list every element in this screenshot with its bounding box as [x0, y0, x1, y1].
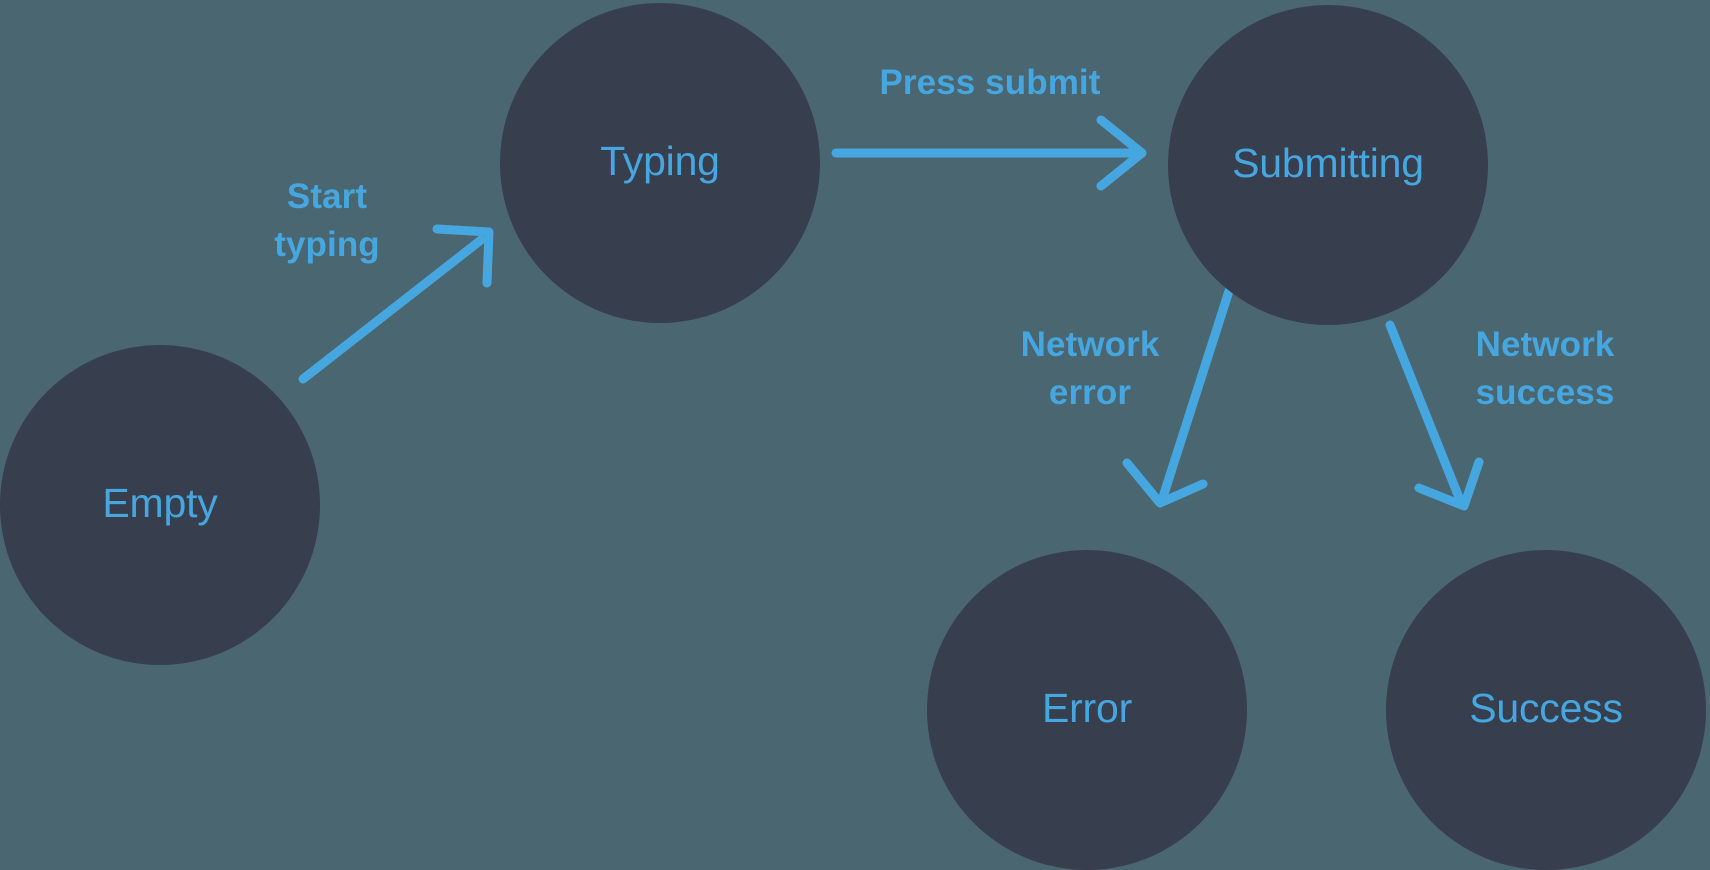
state-node-typing[interactable]: Typing	[500, 3, 820, 323]
transition-label-start-typing: Start typing	[274, 177, 380, 264]
state-node-submitting[interactable]: Submitting	[1168, 5, 1488, 325]
start-typing-label-line-1: Start	[287, 177, 367, 216]
transition-label-network-success: Network success	[1476, 325, 1615, 412]
start-typing-arrow-head	[432, 224, 494, 288]
state-circle-error[interactable]	[927, 550, 1247, 870]
network-success-label-line-2: success	[1476, 373, 1615, 412]
network-error-arrow-shaft	[1158, 286, 1234, 502]
network-error-label-line-1: Network	[1021, 325, 1160, 364]
transition-label-press-submit: Press submit	[879, 63, 1100, 102]
state-label-success: Success	[1469, 685, 1623, 731]
network-error-arrow-head	[1122, 458, 1208, 508]
transition-arrow-network-error	[1122, 286, 1234, 508]
transition-label-network-error: Network error	[1021, 325, 1160, 412]
press-submit-arrow-head	[1096, 115, 1147, 191]
transition-arrow-press-submit	[831, 115, 1147, 191]
network-success-label-line-1: Network	[1476, 325, 1615, 364]
state-node-empty[interactable]: Empty	[0, 345, 320, 665]
start-typing-label-line-2: typing	[274, 225, 380, 264]
transition-arrow-network-success	[1385, 320, 1484, 511]
state-circle-empty[interactable]	[0, 345, 320, 665]
state-label-submitting: Submitting	[1232, 140, 1424, 186]
state-label-empty: Empty	[102, 480, 218, 526]
network-success-arrow-shaft	[1385, 320, 1465, 505]
state-circle-success[interactable]	[1386, 550, 1706, 870]
state-label-typing: Typing	[600, 138, 720, 184]
state-node-success[interactable]: Success	[1386, 550, 1706, 870]
state-label-error: Error	[1042, 685, 1132, 731]
state-circle-typing[interactable]	[500, 3, 820, 323]
state-circle-submitting[interactable]	[1168, 5, 1488, 325]
transition-arrow-start-typing	[298, 224, 494, 384]
start-typing-arrow-shaft	[298, 235, 486, 384]
press-submit-label-line-1: Press submit	[879, 63, 1100, 102]
network-success-arrow-head	[1414, 457, 1484, 511]
state-node-error[interactable]: Error	[927, 550, 1247, 870]
network-error-label-line-2: error	[1049, 373, 1131, 412]
